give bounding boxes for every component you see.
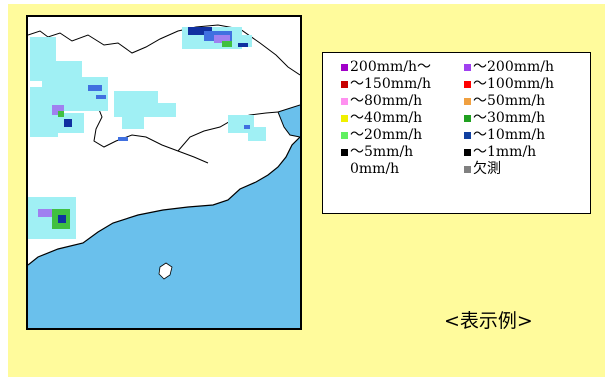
- rain-moderate-areas: [38, 27, 250, 229]
- legend: 200mm/h～～200mm/h～150mm/h～100mm/h～80mm/h～…: [322, 52, 591, 214]
- boundary-line: [28, 24, 300, 76]
- legend-item: ～40mm/h: [341, 110, 464, 127]
- legend-label: ～40mm/h: [350, 110, 423, 126]
- legend-swatch: [464, 64, 471, 71]
- legend-swatch: [464, 98, 471, 105]
- legend-item: ～100mm/h: [464, 76, 584, 93]
- legend-swatch: [464, 115, 471, 122]
- legend-label: ～150mm/h: [350, 76, 432, 92]
- display-example-caption: <表示例>: [444, 310, 533, 332]
- legend-swatch: [464, 81, 471, 88]
- legend-item: ～200mm/h: [464, 59, 584, 76]
- legend-item: ～20mm/h: [341, 127, 464, 144]
- island: [158, 262, 173, 280]
- boundary-line-3: [177, 111, 279, 152]
- legend-swatch: [464, 149, 471, 156]
- coastline: [28, 136, 300, 266]
- legend-item: 0mm/h: [341, 161, 464, 178]
- legend-item: 欠測: [464, 161, 584, 178]
- legend-label: ～10mm/h: [473, 127, 546, 143]
- legend-label: 欠測: [473, 161, 501, 177]
- legend-swatch: [464, 132, 471, 139]
- legend-item: ～10mm/h: [464, 127, 584, 144]
- coastline-bay: [277, 104, 300, 138]
- legend-item: ～150mm/h: [341, 76, 464, 93]
- legend-swatch: [341, 81, 348, 88]
- legend-swatch: [341, 64, 348, 71]
- legend-grid: 200mm/h～～200mm/h～150mm/h～100mm/h～80mm/h～…: [341, 59, 590, 178]
- legend-item: ～5mm/h: [341, 144, 464, 161]
- legend-label: 0mm/h: [350, 161, 400, 177]
- legend-label: ～50mm/h: [473, 93, 546, 109]
- legend-item: ～1mm/h: [464, 144, 584, 161]
- legend-item: 200mm/h～: [341, 59, 464, 76]
- radar-panel: 200mm/h～～200mm/h～150mm/h～100mm/h～80mm/h～…: [8, 4, 605, 377]
- legend-swatch: [341, 115, 348, 122]
- legend-swatch: [341, 132, 348, 139]
- sea-area: [28, 137, 300, 328]
- legend-swatch: [341, 166, 350, 173]
- legend-label: ～5mm/h: [350, 144, 414, 160]
- legend-swatch: [464, 166, 471, 173]
- legend-label: ～200mm/h: [473, 59, 555, 75]
- legend-item: ～30mm/h: [464, 110, 584, 127]
- legend-item: ～80mm/h: [341, 93, 464, 110]
- legend-item: ～50mm/h: [464, 93, 584, 110]
- legend-swatch: [341, 98, 348, 105]
- radar-map: [26, 15, 302, 330]
- legend-label: ～1mm/h: [473, 144, 537, 160]
- legend-swatch: [341, 149, 348, 156]
- bay-area: [278, 105, 300, 137]
- legend-label: ～100mm/h: [473, 76, 555, 92]
- legend-label: ～80mm/h: [350, 93, 423, 109]
- legend-label: ～20mm/h: [350, 127, 423, 143]
- legend-label: ～30mm/h: [473, 110, 546, 126]
- legend-label: 200mm/h～: [350, 59, 432, 75]
- radar-map-graphic: [28, 24, 300, 328]
